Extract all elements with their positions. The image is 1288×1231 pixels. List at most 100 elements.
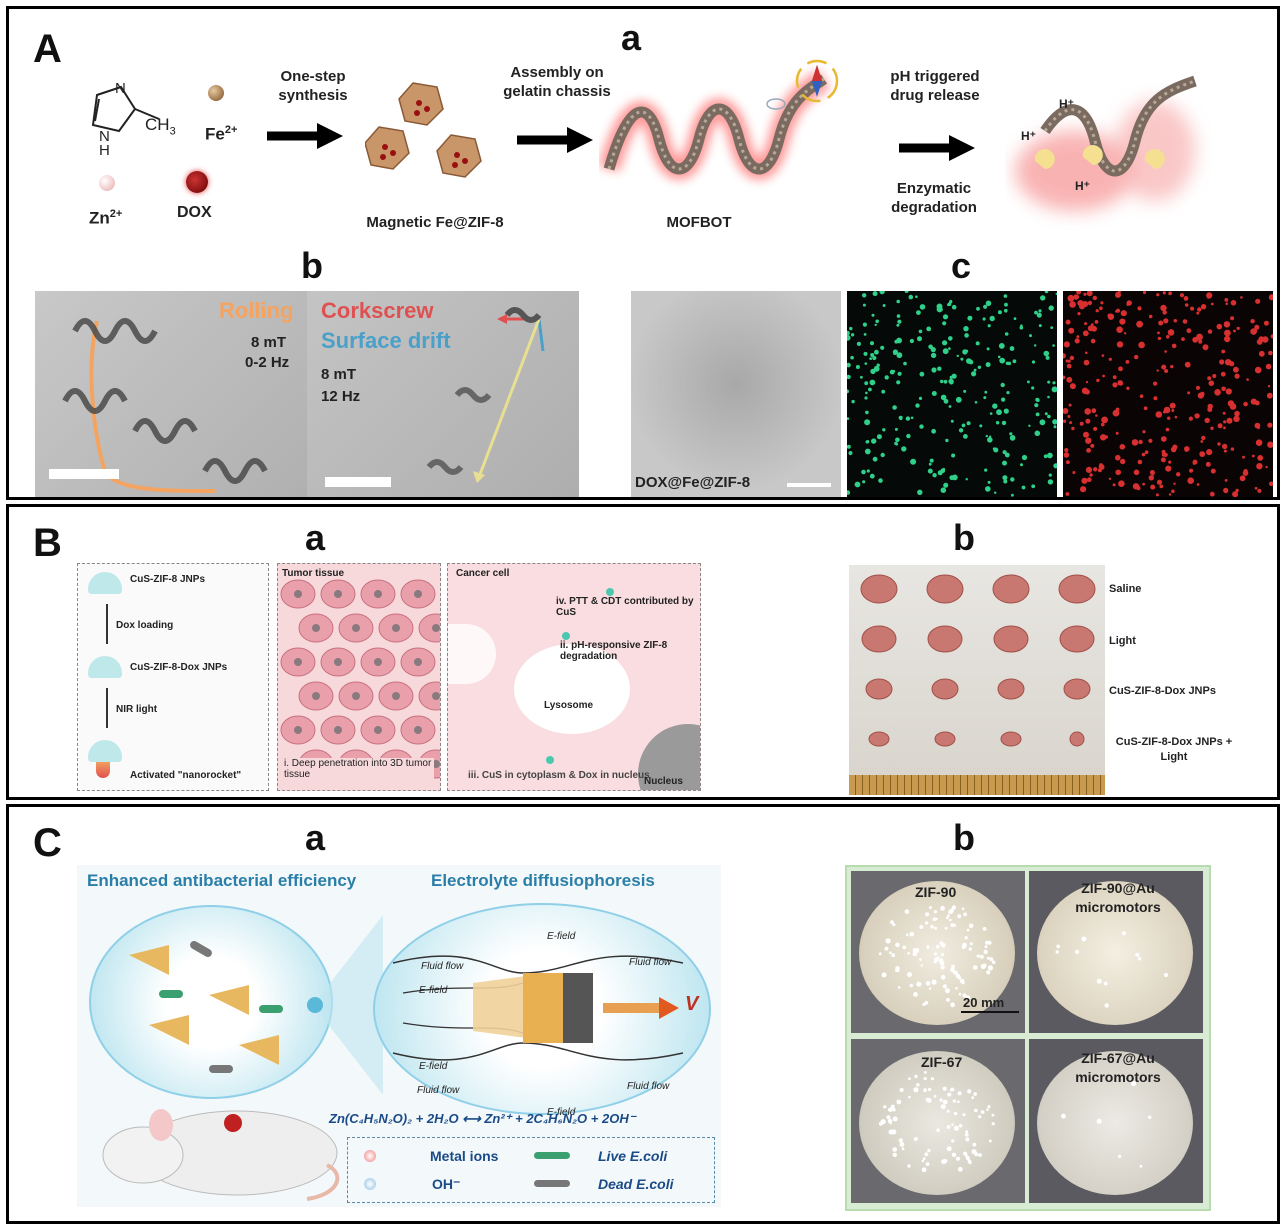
crystal-3 <box>436 134 482 178</box>
red-fluor-particle <box>1196 385 1200 390</box>
red-fluor-particle <box>1083 292 1087 296</box>
green-fluor-particle <box>846 362 851 368</box>
red-fluor-particle <box>1067 415 1071 418</box>
green-fluor-particle <box>918 396 923 400</box>
colony <box>889 951 892 954</box>
red-fluor-particle <box>1263 320 1269 326</box>
red-fluor-particle <box>1176 472 1181 477</box>
green-fluor-particle <box>1034 344 1037 347</box>
green-fluor-particle <box>917 336 922 342</box>
green-fluor-particle <box>864 362 868 365</box>
colony <box>950 1087 955 1092</box>
colony <box>913 992 918 997</box>
green-fluor-particle <box>869 357 873 360</box>
dox-loading-label: Dox loading <box>116 620 174 631</box>
red-fluor-particle <box>1123 332 1127 335</box>
drug-packmen <box>1034 145 1165 169</box>
red-fluor-particle <box>1091 325 1097 332</box>
red-fluor-particle <box>1112 483 1116 487</box>
excised-tumors <box>860 574 1096 747</box>
tumor-cell-nucleus <box>414 590 422 598</box>
red-fluor-particle <box>1223 420 1227 424</box>
lysosome-shape <box>514 644 630 734</box>
dish-zif90au: ZIF-90@Au micromotors <box>1029 871 1203 1033</box>
green-fluor-particle <box>1001 420 1007 426</box>
red-fluor-particle <box>1116 341 1124 348</box>
red-fluor-particle <box>1100 301 1104 305</box>
red-fluor-particle <box>1119 444 1126 450</box>
green-fluor-particle <box>1031 386 1035 390</box>
red-fluor-particle <box>1081 477 1088 484</box>
colony <box>953 1125 959 1131</box>
red-fluor-particle <box>1102 374 1105 378</box>
fluid-flow-4: Fluid flow <box>627 1081 670 1092</box>
red-fluor-particle <box>1207 407 1213 412</box>
colony <box>988 1139 992 1143</box>
red-fluor-particle <box>1085 418 1091 424</box>
green-fluorescence <box>844 288 1059 497</box>
red-fluor-particle <box>1063 341 1070 348</box>
colony <box>967 1089 972 1094</box>
green-fluor-particle <box>1047 414 1051 419</box>
green-fluor-particle <box>985 362 991 368</box>
red-fluor-particle <box>1090 323 1094 327</box>
colony <box>957 1166 963 1172</box>
colony <box>1104 1003 1109 1008</box>
green-fluor-particle <box>943 398 949 404</box>
red-fluor-particle <box>1062 408 1069 414</box>
green-fluor-particle <box>1044 289 1049 294</box>
red-fluor-particle <box>1107 313 1115 320</box>
green-fluor-particle <box>894 339 899 344</box>
red-fluor-particle <box>1161 364 1167 370</box>
crystal-1 <box>398 82 444 126</box>
red-fluor-particle <box>1209 491 1215 497</box>
red-fluor-particle <box>1162 291 1166 295</box>
red-fluor-particle <box>1126 386 1130 390</box>
green-fluor-particle <box>951 453 956 458</box>
red-fluor-particle <box>1168 460 1172 464</box>
green-fluor-particle <box>895 437 900 443</box>
colony <box>963 912 967 917</box>
red-fluor-particle <box>1112 375 1117 380</box>
green-fluor-particle <box>1031 484 1036 489</box>
h-plus-1: H⁺ <box>1059 97 1074 111</box>
diffusiophoresis-scene: Enhanced antibacterial efficiency Electr… <box>77 865 721 1207</box>
colony <box>939 1098 943 1102</box>
green-fluor-particle <box>975 341 980 346</box>
microscopy-c-red <box>1060 289 1275 498</box>
red-fluor-particle <box>1137 459 1143 465</box>
green-fluor-particle <box>845 389 849 394</box>
panel-a-sub-a: a <box>621 17 642 58</box>
green-fluor-particle <box>982 317 986 321</box>
colony <box>1135 952 1140 957</box>
green-fluor-particle <box>948 347 951 350</box>
green-fluor-particle <box>1040 295 1046 301</box>
colony <box>928 906 932 910</box>
green-fluor-particle <box>896 380 901 385</box>
red-fluor-particle <box>1112 382 1118 388</box>
colony <box>907 1164 911 1168</box>
green-fluor-particle <box>897 319 902 324</box>
colony <box>907 972 912 977</box>
red-fluor-particle <box>1138 439 1143 445</box>
ruler <box>849 775 1105 795</box>
green-fluor-particle <box>905 416 911 421</box>
panel-b-sub-a: a <box>305 517 326 558</box>
rolling-field: 8 mT <box>251 334 287 351</box>
red-fluor-particle <box>1217 423 1223 429</box>
step1-label: One-step synthesis <box>278 68 348 104</box>
red-fluor-particle <box>1168 493 1172 496</box>
colony <box>933 910 938 914</box>
red-fluor-particle <box>1184 448 1189 452</box>
red-fluor-particle <box>1198 339 1203 344</box>
green-fluor-particle <box>849 326 853 331</box>
green-fluor-particle <box>845 330 850 336</box>
green-fluor-particle <box>940 487 947 493</box>
colony <box>986 970 991 975</box>
green-fluor-particle <box>983 304 988 309</box>
green-fluor-particle <box>846 374 851 380</box>
excised-tumor <box>997 678 1025 700</box>
h-plus-2: H⁺ <box>1021 129 1036 143</box>
green-fluor-particle <box>996 409 1002 416</box>
red-fluor-particle <box>1165 427 1170 432</box>
